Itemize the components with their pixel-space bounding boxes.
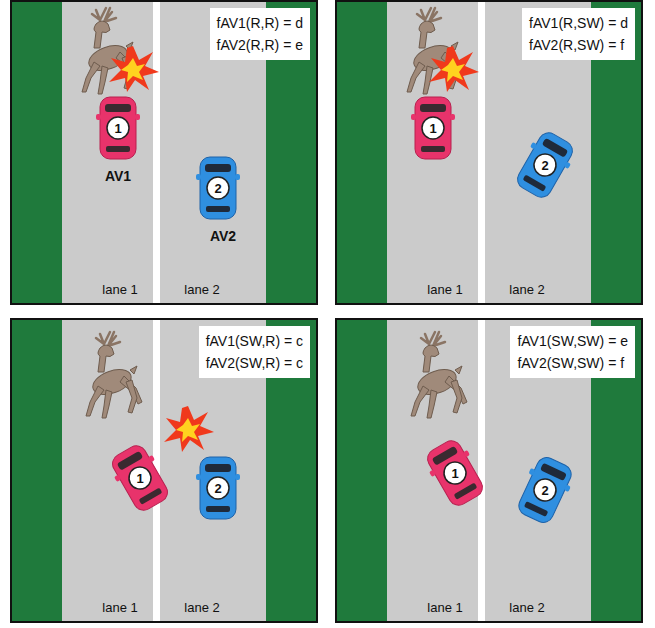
lane-label: lane 1 bbox=[427, 600, 462, 615]
road bbox=[10, 318, 318, 623]
lane-label: lane 2 bbox=[509, 600, 544, 615]
car-number: 2 bbox=[541, 158, 548, 173]
car-av1 bbox=[105, 440, 174, 516]
payoff-text: fAV2(R,R) = e bbox=[217, 34, 304, 56]
collision-burst bbox=[164, 406, 214, 452]
lane-label: lane 2 bbox=[509, 282, 544, 297]
car-number: 2 bbox=[541, 483, 548, 498]
deer bbox=[86, 332, 142, 418]
road bbox=[335, 318, 643, 623]
payoff-text: fAV1(SW,SW) = e bbox=[517, 330, 628, 352]
road bbox=[335, 0, 643, 305]
deer bbox=[411, 332, 467, 418]
car-av2 bbox=[512, 453, 578, 528]
car-av1 bbox=[96, 97, 140, 159]
payoff-text: fAV1(SW,R) = c bbox=[206, 330, 303, 352]
car-number: 2 bbox=[214, 181, 221, 196]
payoff-box: fAV1(R,SW) = dfAV2(R,SW) = f bbox=[522, 8, 635, 60]
lane-label: lane 1 bbox=[102, 600, 137, 615]
payoff-text: fAV1(R,R) = d bbox=[217, 12, 304, 34]
car-number: 2 bbox=[214, 481, 221, 496]
payoff-text: fAV2(SW,SW) = f bbox=[517, 352, 628, 374]
car-number: 1 bbox=[429, 121, 436, 136]
car-av2 bbox=[196, 457, 240, 519]
collision-burst bbox=[429, 46, 479, 92]
lane-label: lane 1 bbox=[102, 282, 137, 297]
car-number: 1 bbox=[114, 121, 121, 136]
vehicle-name: AV1 bbox=[105, 168, 131, 184]
car-number: 1 bbox=[136, 471, 143, 486]
road bbox=[10, 0, 318, 305]
panel-swr bbox=[10, 318, 318, 623]
payoff-box: fAV1(SW,R) = cfAV2(SW,R) = c bbox=[199, 326, 310, 378]
panel-swsw bbox=[335, 318, 643, 623]
car-number: 1 bbox=[451, 466, 458, 481]
panel-rr bbox=[10, 0, 318, 305]
lane-label: lane 2 bbox=[184, 600, 219, 615]
payoff-text: fAV1(R,SW) = d bbox=[529, 12, 628, 34]
car-av2 bbox=[510, 127, 579, 203]
payoff-box: fAV1(R,R) = dfAV2(R,R) = e bbox=[210, 8, 311, 60]
payoff-text: fAV2(R,SW) = f bbox=[529, 34, 628, 56]
panel-rsw bbox=[335, 0, 643, 305]
car-av2 bbox=[196, 157, 240, 219]
lane-label: lane 2 bbox=[184, 282, 219, 297]
vehicle-name: AV2 bbox=[210, 228, 236, 244]
payoff-box: fAV1(SW,SW) = efAV2(SW,SW) = f bbox=[510, 326, 635, 378]
collision-burst bbox=[109, 46, 159, 92]
car-av1 bbox=[411, 97, 455, 159]
lane-label: lane 1 bbox=[427, 282, 462, 297]
payoff-text: fAV2(SW,R) = c bbox=[206, 352, 303, 374]
car-av1 bbox=[420, 435, 489, 511]
